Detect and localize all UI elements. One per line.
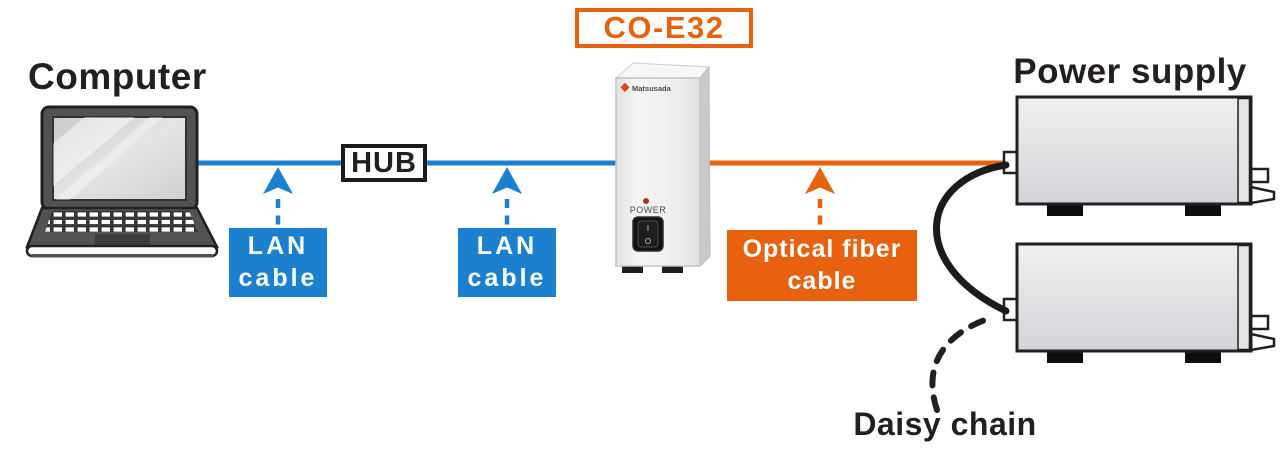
power-supply-unit-1 — [1002, 95, 1276, 218]
switch-off-mark: O — [645, 237, 651, 246]
lan-cable-tag-2-line2: cable — [467, 263, 547, 292]
power-supply-unit-2 — [1002, 242, 1276, 365]
lan-cable-tag-1-line2: cable — [238, 263, 318, 292]
lan-cable-tag-1-line1: LAN — [247, 232, 309, 261]
daisy-chain-label: Daisy chain — [853, 406, 1037, 442]
lan-cable-tag-2-line1: LAN — [476, 232, 538, 261]
converter-device-illustration: Matsusada POWER I O — [614, 62, 711, 273]
converter-brand-logo: Matsusada — [620, 82, 672, 93]
converter-model-label: CO-E32 — [575, 8, 753, 48]
optical-fiber-tag-line2: cable — [787, 266, 857, 295]
power-switch-label: POWER — [630, 205, 667, 215]
hub-node: HUB — [341, 144, 427, 182]
lan-cable-tag-2: LAN cable — [458, 228, 556, 297]
computer-title: Computer — [28, 56, 207, 97]
lan-cable-arrow-2 — [492, 167, 522, 228]
lan-cable-tag-1: LAN cable — [229, 228, 327, 297]
switch-on-mark: I — [647, 224, 649, 233]
optical-fiber-tag-line1: Optical fiber — [742, 235, 902, 264]
lan-cable-arrow-1 — [263, 167, 293, 228]
optical-fiber-cable-tag: Optical fiber cable — [727, 230, 917, 301]
converter-brand-text: Matsusada — [632, 84, 672, 93]
computer-laptop-illustration — [25, 105, 220, 258]
daisy-chain-pointer — [929, 314, 996, 413]
power-switch: I O — [632, 216, 664, 252]
power-supply-title: Power supply — [1013, 52, 1247, 91]
power-led — [643, 198, 649, 204]
optical-fiber-arrow — [805, 167, 835, 230]
daisy-chain-cable — [933, 161, 1010, 315]
